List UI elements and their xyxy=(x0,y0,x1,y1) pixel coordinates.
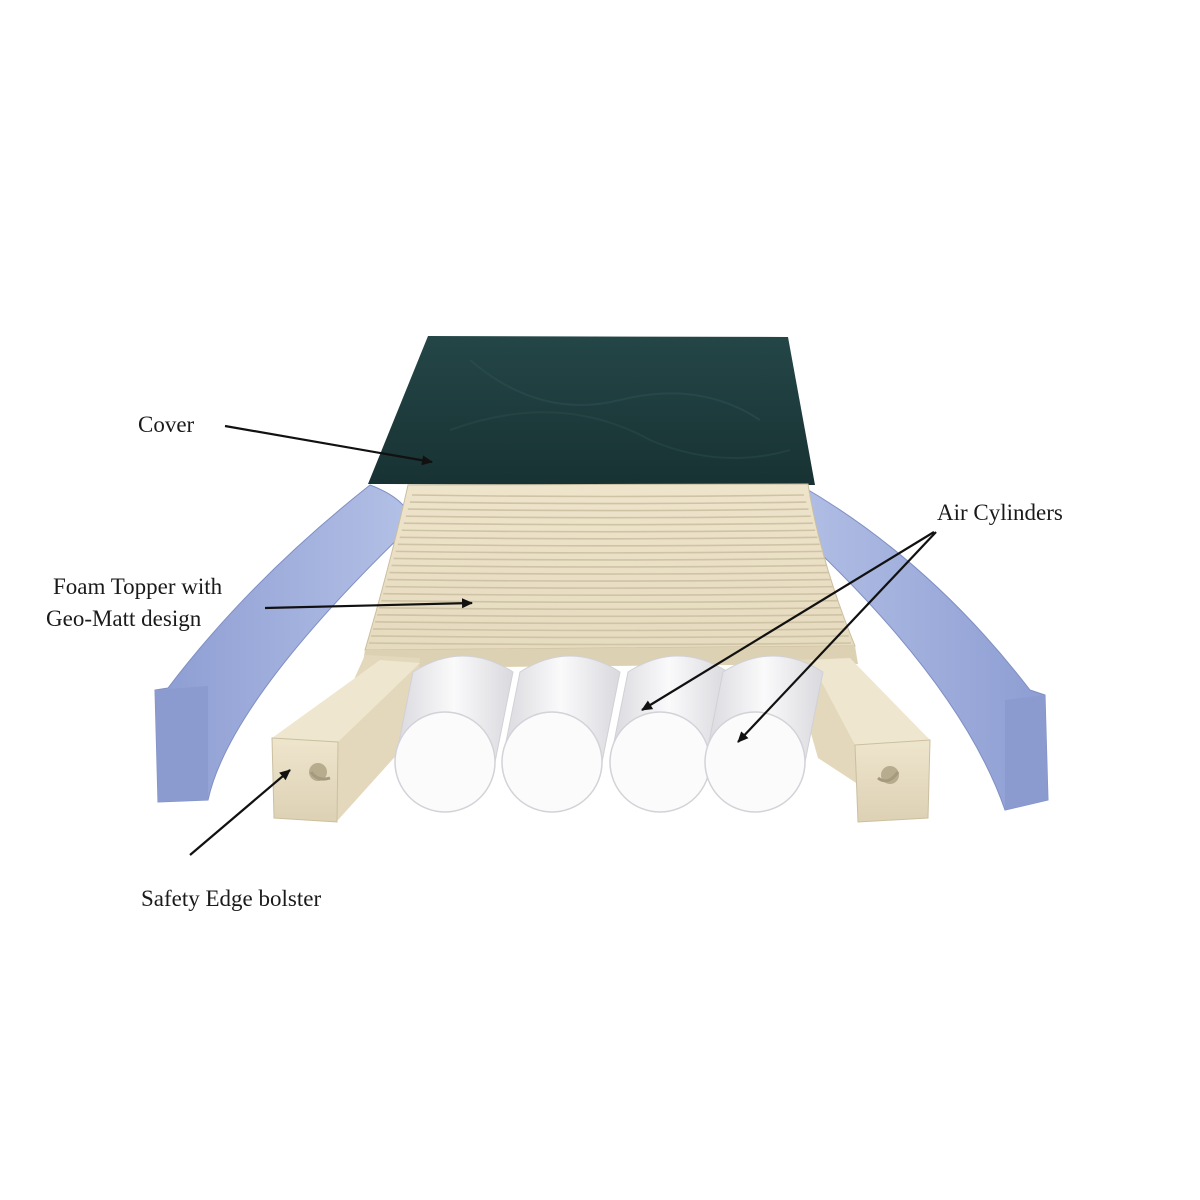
label-safety-edge: Safety Edge bolster xyxy=(141,886,321,911)
topper-rib xyxy=(377,614,843,618)
topper-rib xyxy=(381,599,838,604)
topper-rib xyxy=(389,571,829,575)
left-side-foam xyxy=(154,484,413,803)
air-cylinder xyxy=(501,655,621,813)
mattress-cover xyxy=(368,336,815,485)
topper-rib xyxy=(368,642,852,646)
topper-rib xyxy=(399,536,818,540)
topper-rib xyxy=(403,522,813,526)
label-cover: Cover xyxy=(138,412,195,437)
topper-ribs xyxy=(368,494,852,646)
topper-rib xyxy=(405,515,811,519)
topper-rib xyxy=(411,494,805,498)
left-bolster xyxy=(271,655,420,823)
label-foam-topper-line1: Foam Topper with xyxy=(53,574,223,599)
topper-rib xyxy=(371,635,849,639)
arrow-air-cylinder-2 xyxy=(737,531,937,743)
foam-topper xyxy=(362,483,858,668)
topper-rib xyxy=(395,550,822,554)
topper-rib xyxy=(407,508,809,512)
topper-rib xyxy=(385,585,834,589)
arrow-cover xyxy=(224,424,433,466)
topper-rib xyxy=(397,543,820,547)
topper-rib xyxy=(375,621,845,625)
air-cylinder xyxy=(704,655,824,813)
arrow-foam-topper xyxy=(264,598,473,610)
air-cylinders xyxy=(394,655,824,813)
right-bolster xyxy=(790,658,931,823)
topper-rib xyxy=(379,606,840,611)
topper-rib xyxy=(383,592,836,596)
topper-rib xyxy=(373,628,847,632)
arrow-safety-edge xyxy=(189,769,291,856)
topper-rib xyxy=(409,501,807,505)
air-cylinder xyxy=(394,655,514,813)
topper-rib xyxy=(391,564,827,568)
label-air-cylinders: Air Cylinders xyxy=(937,500,1063,525)
label-foam-topper-line2: Geo-Matt design xyxy=(46,606,202,631)
arrow-air-cylinder-1 xyxy=(641,531,935,711)
topper-rib xyxy=(401,529,816,533)
topper-rib xyxy=(387,578,831,582)
topper-rib xyxy=(393,557,825,561)
